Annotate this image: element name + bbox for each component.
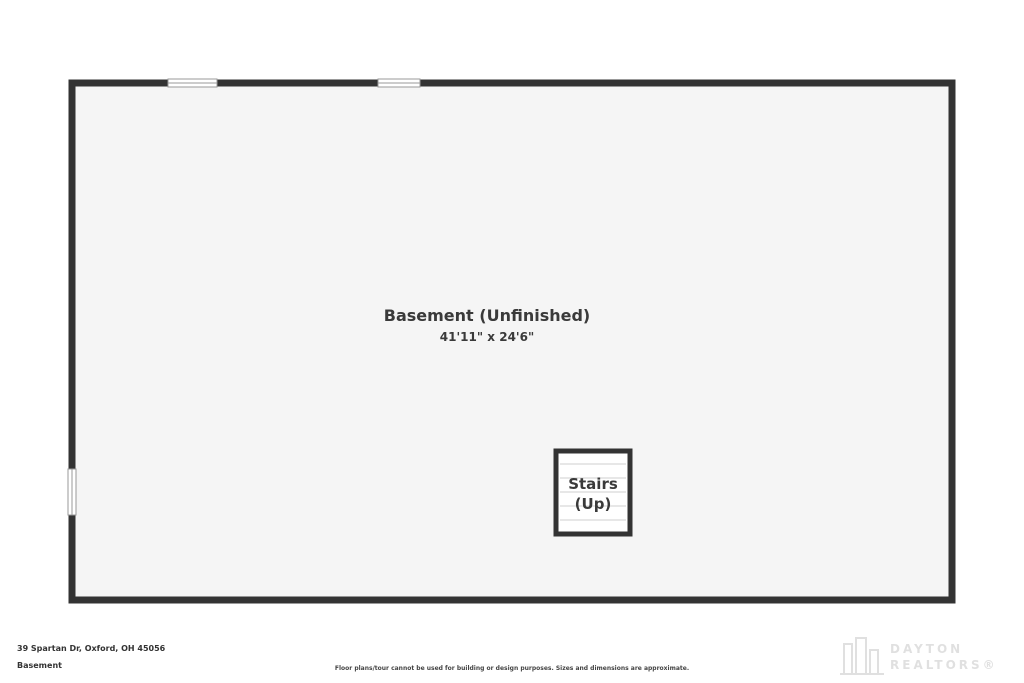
stairs	[553, 448, 633, 537]
window-top-right	[377, 78, 421, 88]
floor-name: Basement	[17, 661, 62, 670]
stairs-label: Stairs (Up)	[560, 474, 626, 514]
watermark-line1: DAYTON	[890, 642, 964, 656]
stairs-label-line2: (Up)	[574, 495, 612, 513]
room-dimensions: 41'11" x 24'6"	[439, 330, 535, 344]
window-top-left	[167, 78, 218, 88]
room-name: Basement (Unfinished)	[383, 306, 591, 325]
dayton-realtors-watermark: DAYTON REALTORS®	[838, 636, 1018, 680]
stairs-label-line1: Stairs	[568, 475, 618, 493]
basement-floor	[68, 79, 956, 604]
watermark-line2: REALTORS®	[890, 658, 998, 672]
building-logo-icon	[840, 637, 884, 675]
window-left	[67, 468, 77, 516]
property-address: 39 Spartan Dr, Oxford, OH 45056	[17, 644, 166, 653]
disclaimer-text: Floor plans/tour cannot be used for buil…	[334, 665, 690, 672]
